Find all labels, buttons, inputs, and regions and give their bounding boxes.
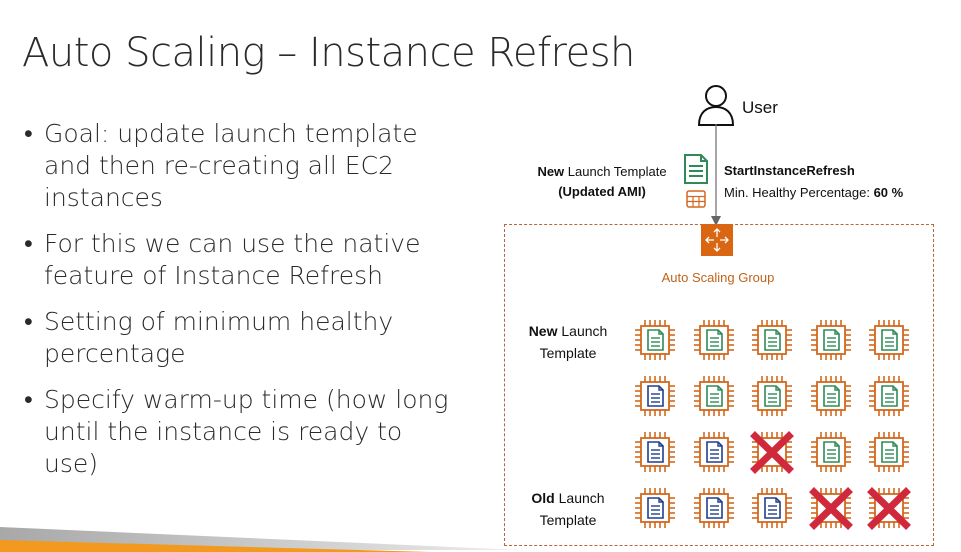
- auto-scaling-group-icon: [701, 224, 733, 256]
- auto-scaling-group-label: Auto Scaling Group: [661, 270, 775, 285]
- old-template-row-label: Old Launch Template: [516, 487, 620, 531]
- label-rest: Launch: [557, 323, 608, 339]
- ec2-instance-terminated-icon: [867, 487, 911, 530]
- ec2-instance-new-icon: [693, 320, 734, 360]
- bullet-item: For this we can use the native feature o…: [24, 228, 464, 292]
- ec2-instance-old-icon: [635, 432, 675, 472]
- footer-accent-bar: [0, 527, 520, 552]
- label-rest: Launch Template: [564, 164, 667, 179]
- user-label: User: [742, 98, 778, 117]
- ec2-instance-new-icon: [810, 432, 851, 472]
- ec2-instance-terminated-icon: [808, 487, 853, 530]
- refresh-arrow: [711, 124, 721, 226]
- ec2-instance-new-icon: [869, 320, 909, 360]
- label-rest: Launch: [554, 490, 605, 506]
- bullet-item: Setting of minimum healthy percentage: [24, 306, 464, 370]
- bullet-item: Goal: update launch template and then re…: [24, 118, 464, 214]
- ec2-instance-old-icon: [635, 488, 675, 528]
- bullet-list: Goal: update launch template and then re…: [24, 118, 464, 494]
- launch-template-icon: [684, 154, 708, 184]
- label-bold: New: [528, 323, 558, 339]
- ec2-instance-new-icon: [810, 376, 851, 416]
- ec2-instance-old-icon: [693, 432, 734, 472]
- ec2-instance-terminated-icon: [750, 431, 794, 474]
- label-line2: Template: [539, 345, 597, 361]
- refresh-action: StartInstanceRefresh: [724, 163, 855, 178]
- slide-title: Auto Scaling – Instance Refresh: [22, 30, 635, 76]
- label-updated-ami: (Updated AMI): [558, 184, 646, 199]
- ec2-instance-new-icon: [693, 376, 734, 416]
- ec2-instance-old-icon: [693, 488, 734, 528]
- label-line2: Template: [539, 512, 597, 528]
- user-icon: [697, 85, 735, 126]
- ec2-instance-new-icon: [869, 432, 909, 472]
- new-launch-template-label: New Launch Template (Updated AMI): [526, 162, 678, 202]
- ec2-instance-new-icon: [810, 320, 851, 360]
- ec2-instance-new-icon: [752, 376, 792, 416]
- user-actor: User: [696, 84, 806, 128]
- instance-refresh-label: StartInstanceRefresh Min. Healthy Percen…: [724, 160, 903, 204]
- ec2-instance-new-icon: [635, 320, 675, 360]
- ec2-instance-new-icon: [752, 320, 792, 360]
- ec2-instance-old-icon: [752, 488, 792, 528]
- label-bold: Old: [531, 490, 555, 506]
- bullet-item: Specify warm-up time (how long until the…: [24, 384, 464, 480]
- min-healthy-label: Min. Healthy Percentage:: [724, 185, 874, 200]
- min-healthy-value: 60 %: [873, 185, 904, 200]
- ec2-instance-new-icon: [869, 376, 909, 416]
- new-template-row-label: New Launch Template: [516, 320, 620, 364]
- ami-icon: [686, 190, 706, 208]
- label-bold: New: [537, 164, 565, 179]
- ec2-instance-old-icon: [635, 376, 675, 416]
